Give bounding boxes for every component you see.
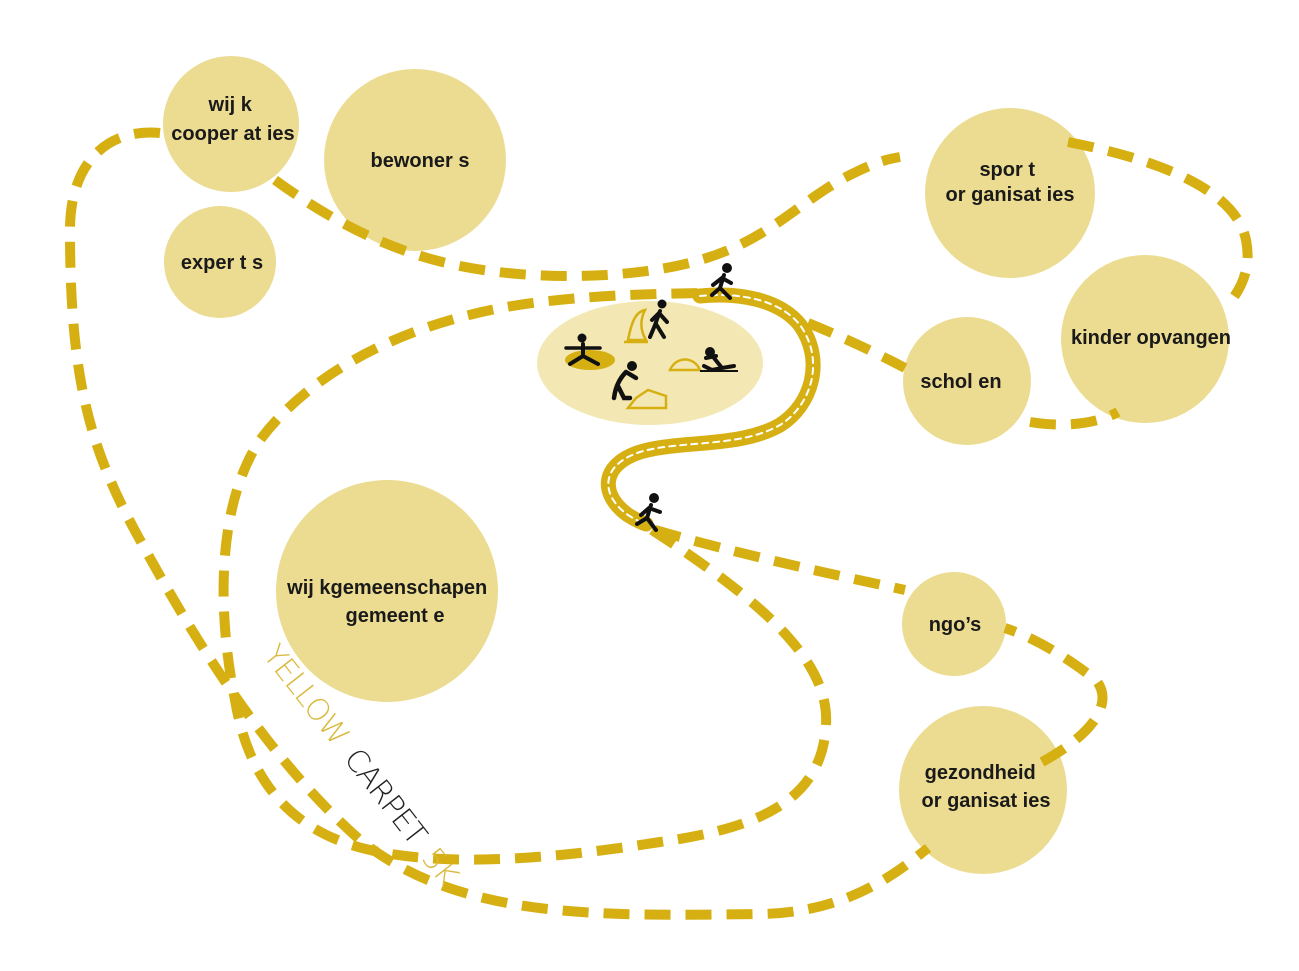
runner-icon-bottom xyxy=(635,493,662,532)
label-wijkgemeenschappen-line1: wij kgemeenschapen xyxy=(286,577,487,599)
stretching-icon xyxy=(611,361,639,401)
label-bewoners: bewoner s xyxy=(371,150,470,172)
bewoners-sport-path xyxy=(272,152,901,282)
circle-gezondheid-organisaties xyxy=(899,706,1067,874)
circle-kinderopvangen xyxy=(1061,255,1229,423)
label-sport-organisaties: spor t or ganisat ies xyxy=(946,159,1075,206)
yellow-carpet-road xyxy=(600,287,821,532)
circle-sport-organisaties xyxy=(925,108,1095,278)
label-wijk-cooperaties: wij k cooper at ies xyxy=(171,94,294,145)
label-ngos: ngo’s xyxy=(929,614,982,636)
climbing-ramp-icon xyxy=(625,388,668,410)
label-wijkgemeenschappen-gemeente: wij kgemeenschapen gemeent e xyxy=(286,577,493,627)
yoga-icon xyxy=(564,333,615,370)
activity-area xyxy=(537,301,763,425)
walker-icon xyxy=(648,299,669,339)
label-gezondheid-organisaties: gezondheid or ganisat ies xyxy=(922,762,1051,812)
label-wijk-cooperaties-line1: wij k xyxy=(208,94,253,116)
sport-kinderopvang-loop xyxy=(1067,137,1253,309)
brand-5k: 5K xyxy=(414,841,465,893)
label-experts: exper t s xyxy=(181,252,263,274)
circle-ngos xyxy=(902,572,1006,676)
scholen-kinderopvang-link xyxy=(1029,407,1121,430)
road-scholen-link xyxy=(806,318,908,373)
stakeholder-circles xyxy=(163,56,1229,874)
rope-swing-icon xyxy=(624,308,649,344)
label-gezondheid-line1: gezondheid xyxy=(925,762,1036,784)
circle-scholen xyxy=(903,317,1031,445)
circle-bewoners xyxy=(324,69,506,251)
gezondheid-ngo-loop xyxy=(1003,623,1108,767)
activity-icons xyxy=(564,299,738,410)
stakeholder-labels: wij k cooper at ies bewoner s exper t s … xyxy=(171,94,1231,812)
circle-experts xyxy=(164,206,276,318)
lower-right-path xyxy=(653,525,907,595)
runner-icon-top xyxy=(710,263,733,300)
label-sport-organisaties-line1: spor t xyxy=(979,159,1035,181)
label-gezondheid-line2: or ganisat ies xyxy=(922,790,1051,812)
label-wijk-cooperaties-line2: cooper at ies xyxy=(171,123,294,145)
label-kinderopvangen: kinder opvangen xyxy=(1071,327,1231,349)
dashed-connections xyxy=(64,127,1253,920)
sit-up-icon xyxy=(700,347,738,373)
circle-wijk-cooperaties xyxy=(163,56,299,192)
inner-loop-path xyxy=(218,288,832,865)
label-sport-organisaties-line2: or ganisat ies xyxy=(946,184,1075,206)
circle-wijkgemeenschappen-gemeente xyxy=(276,480,498,702)
label-scholen: schol en xyxy=(920,371,1001,393)
label-wijkgemeenschappen-line2: gemeent e xyxy=(346,605,445,627)
balance-beam-icon xyxy=(668,358,702,372)
